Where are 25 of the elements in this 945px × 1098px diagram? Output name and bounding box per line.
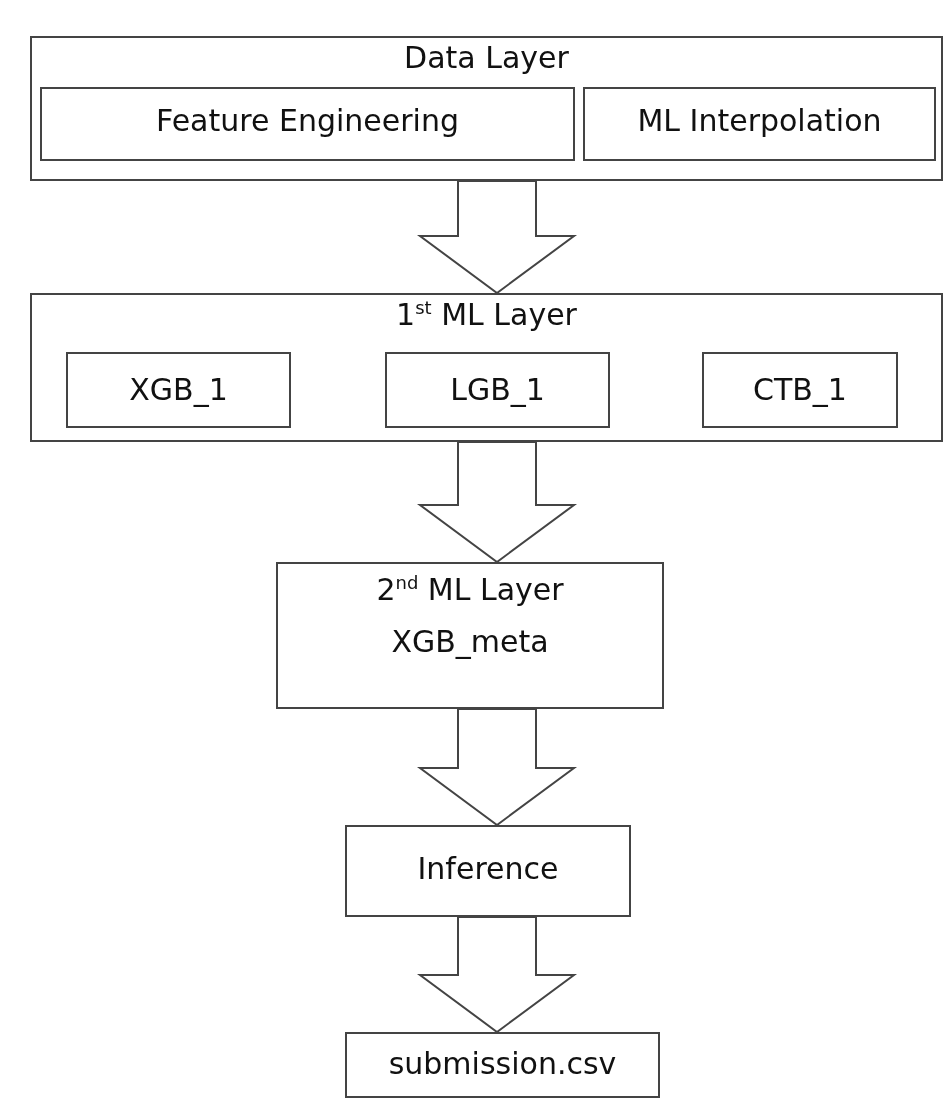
block-arrow <box>416 180 578 295</box>
box-label: Feature Engineering <box>156 103 459 138</box>
model-box <box>385 352 610 428</box>
process-box <box>345 825 631 917</box>
block-arrow <box>416 441 578 564</box>
box-label: LGB_1 <box>450 372 545 407</box>
box-label: Inference <box>417 851 559 886</box>
layer-panel <box>30 36 943 181</box>
model-box <box>702 352 898 428</box>
output-box <box>345 1032 660 1098</box>
box-label: CTB_1 <box>753 372 847 407</box>
model-box <box>66 352 291 428</box>
box-label: ML Interpolation <box>637 103 882 138</box>
block-arrow <box>416 708 578 827</box>
block-arrow <box>416 916 578 1034</box>
layer-title: 1$^{st}$ ML Layer <box>396 297 577 332</box>
layer-panel <box>30 293 943 442</box>
process-box <box>583 87 936 161</box>
box-label: XGB_meta <box>391 624 549 659</box>
layer-title: 2$^{nd}$ ML Layer <box>376 572 564 607</box>
process-box <box>276 562 664 709</box>
layer-title: Data Layer <box>404 40 569 75</box>
box-label: submission.csv <box>388 1046 617 1081</box>
box-label: XGB_1 <box>129 372 228 407</box>
process-box <box>40 87 575 161</box>
